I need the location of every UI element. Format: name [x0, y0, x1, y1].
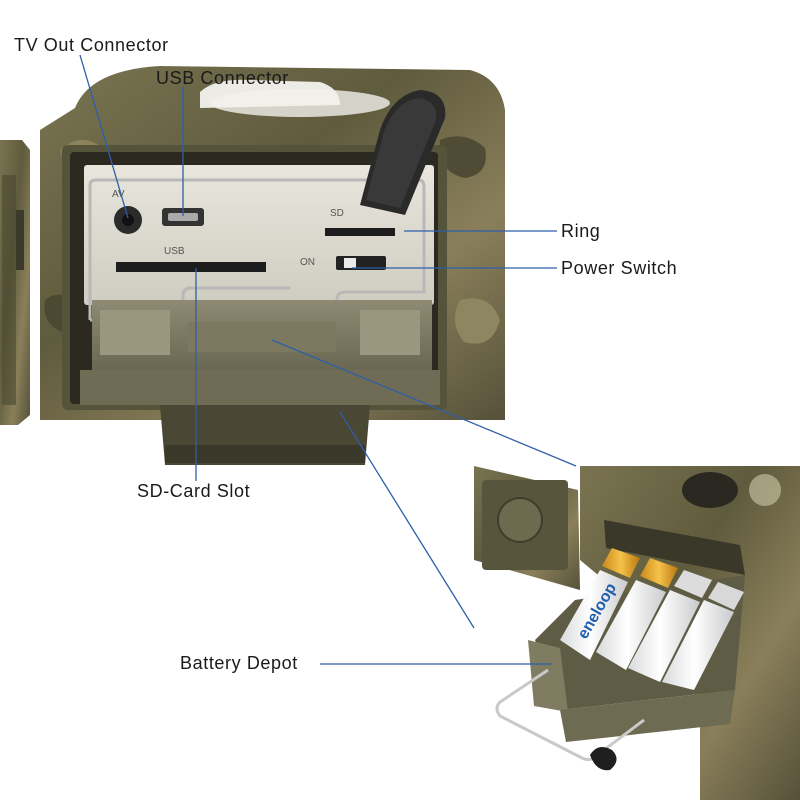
sd-card-slot-label: SD-Card Slot — [137, 481, 251, 501]
leader-line-tv-out — [79, 54, 129, 219]
power-switch-label: Power Switch — [561, 258, 678, 278]
inset-connector-line-upper — [271, 339, 577, 467]
inset-connector-line-lower — [339, 411, 475, 629]
tv-out-connector-label: TV Out Connector — [14, 35, 169, 55]
inset-battery-photo: eneloop — [474, 466, 800, 800]
on-marking: ON — [300, 257, 315, 268]
sd-marking: SD — [330, 208, 344, 219]
ring-label: Ring — [561, 221, 601, 241]
camera-main-body: AV USB SD ON — [0, 66, 505, 465]
battery-depot-label: Battery Depot — [180, 653, 298, 673]
leader-lines — [79, 54, 577, 665]
usb-marking: USB — [164, 246, 185, 257]
usb-connector-label: USB Connector — [156, 68, 289, 88]
av-marking: AV — [112, 189, 125, 200]
